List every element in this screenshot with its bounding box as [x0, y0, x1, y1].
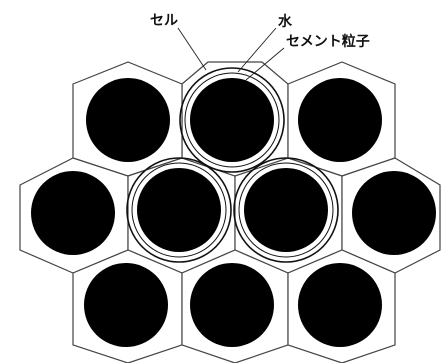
- particle-bottom-left: [84, 263, 168, 347]
- particle-middle-far-right: [352, 171, 436, 255]
- cement-particle-label: セメント粒子: [286, 33, 370, 50]
- cell-label: セル: [150, 13, 178, 29]
- particle-top-middle: [190, 78, 274, 162]
- particle-bottom-right: [298, 263, 382, 347]
- cell-leader-line: [178, 28, 206, 70]
- particle-top-left: [86, 78, 170, 162]
- particle-middle-left: [137, 168, 221, 252]
- particle-middle-right: [244, 168, 328, 252]
- particle-bottom-middle: [190, 263, 274, 347]
- particle-top-right: [298, 78, 382, 162]
- water-label: 水: [278, 13, 293, 30]
- particle-middle-far-left: [31, 171, 115, 255]
